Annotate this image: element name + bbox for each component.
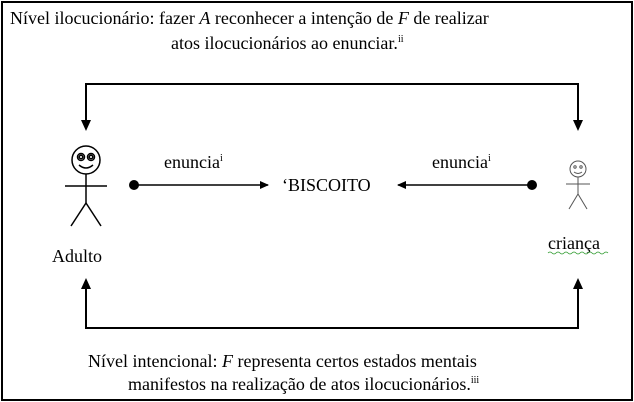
right-arrow-label: enunciai bbox=[432, 152, 491, 172]
bottom-loop-left-arrowhead bbox=[81, 278, 91, 289]
bottom-caption-line-2: manifestos na realização de atos ilocuci… bbox=[128, 374, 479, 394]
bottom-caption-line-1: Nível intencional: F representa certos e… bbox=[88, 351, 477, 371]
top-loop-left-arrowhead bbox=[81, 120, 91, 131]
left-arrow-label: enunciai bbox=[164, 152, 223, 172]
adult-stick-figure-icon bbox=[65, 145, 107, 227]
child-stick-figure-icon bbox=[566, 160, 590, 210]
bottom-loop-right-arrowhead bbox=[573, 278, 583, 289]
center-word: ‘BISCOITO bbox=[282, 175, 371, 195]
top-caption-line-1: Nível ilocucionário: fazer A reconhecer … bbox=[10, 8, 489, 28]
child-label: criança bbox=[548, 233, 600, 253]
top-loop-right-arrowhead bbox=[573, 120, 583, 131]
spellcheck-underline bbox=[547, 251, 609, 255]
adult-label: Adulto bbox=[52, 246, 102, 266]
top-caption-line-2: atos ilocucionários ao enunciar.ii bbox=[171, 33, 404, 53]
top-loop-arrow bbox=[85, 83, 579, 124]
bottom-loop-arrow bbox=[85, 285, 579, 329]
